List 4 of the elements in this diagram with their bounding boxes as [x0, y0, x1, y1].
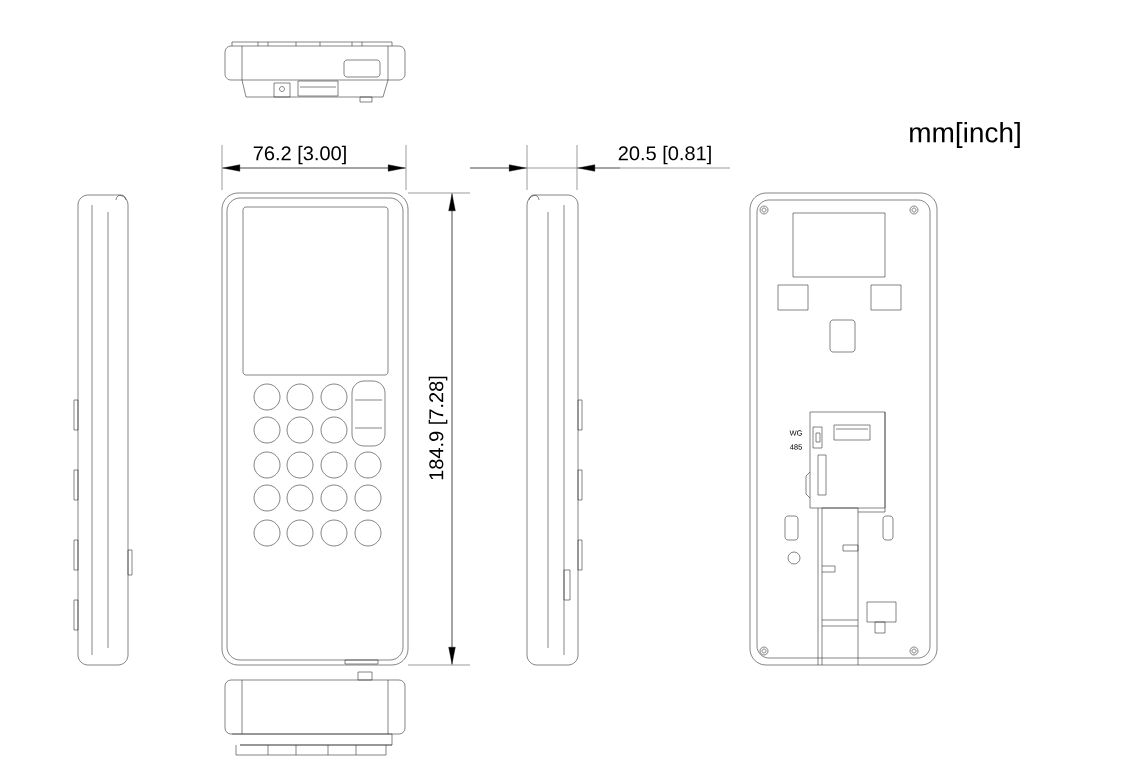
dimension-label: 76.2 [3.00] [253, 145, 346, 165]
dimension-label: 184.9 [7.28] [428, 376, 448, 480]
unit-label: mm[inch] [910, 121, 1020, 149]
dimension-label: 20.5 [0.81] [618, 145, 711, 165]
